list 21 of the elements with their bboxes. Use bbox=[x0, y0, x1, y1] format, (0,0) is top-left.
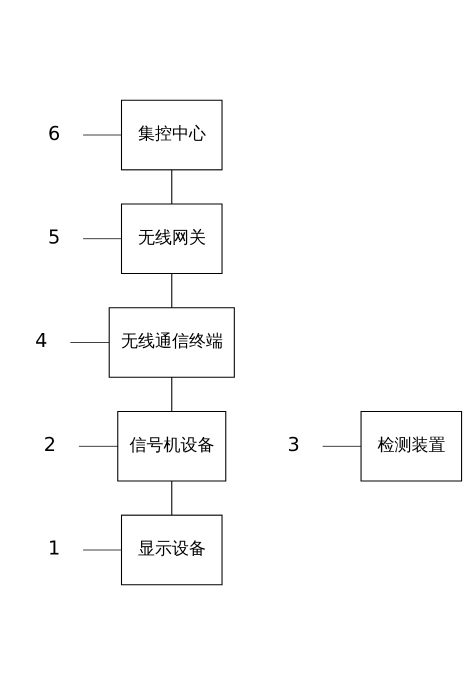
connector bbox=[171, 377, 172, 412]
connector bbox=[82, 134, 122, 136]
node-text: 6 bbox=[48, 122, 60, 145]
connector bbox=[171, 274, 172, 308]
node-text: 2 bbox=[44, 432, 56, 456]
node-box: 信号机设备 bbox=[117, 410, 226, 482]
node-box: 显示设备 bbox=[120, 514, 223, 586]
connector bbox=[171, 481, 172, 515]
node-text: 4 bbox=[35, 329, 48, 352]
connector bbox=[322, 446, 362, 447]
connector bbox=[78, 446, 118, 447]
node-box: 检测装置 bbox=[360, 410, 462, 482]
connector bbox=[171, 170, 172, 204]
node-text: 3 bbox=[288, 432, 300, 456]
node-text: 1 bbox=[48, 536, 60, 560]
node-text: 5 bbox=[48, 225, 60, 248]
node-box: 集控中心 bbox=[120, 100, 223, 170]
node-box: 无线网关 bbox=[120, 203, 223, 274]
connector bbox=[82, 238, 122, 240]
connector bbox=[70, 342, 110, 343]
node-box: 无线通信终端 bbox=[108, 307, 235, 378]
